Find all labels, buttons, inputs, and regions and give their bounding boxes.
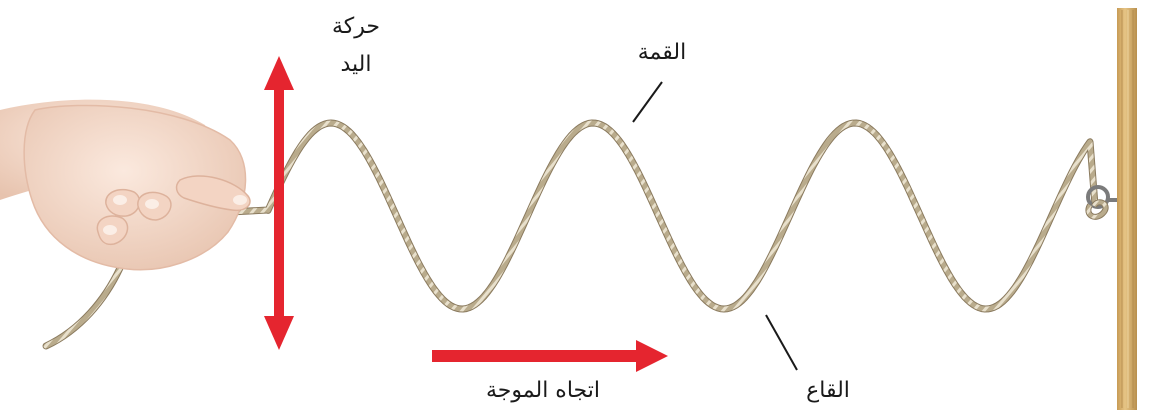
crest-leader-line [632, 81, 663, 123]
crest-label: القمة [637, 40, 687, 65]
wooden-post-icon [1117, 8, 1137, 410]
hand-motion-label-line2: اليد [340, 52, 372, 77]
rope-wave [186, 119, 1099, 313]
wave-direction-label: اتجاه الموجة [486, 378, 600, 403]
trough-label: القاع [806, 378, 850, 403]
hook-icon [1085, 185, 1117, 220]
hand-icon [0, 99, 251, 271]
trough-leader-line [765, 314, 798, 371]
hand-motion-arrow [264, 56, 294, 350]
rope-tail [42, 264, 124, 350]
wave-direction-arrow [432, 340, 668, 372]
hand-motion-label-line1: حركة [331, 14, 380, 39]
